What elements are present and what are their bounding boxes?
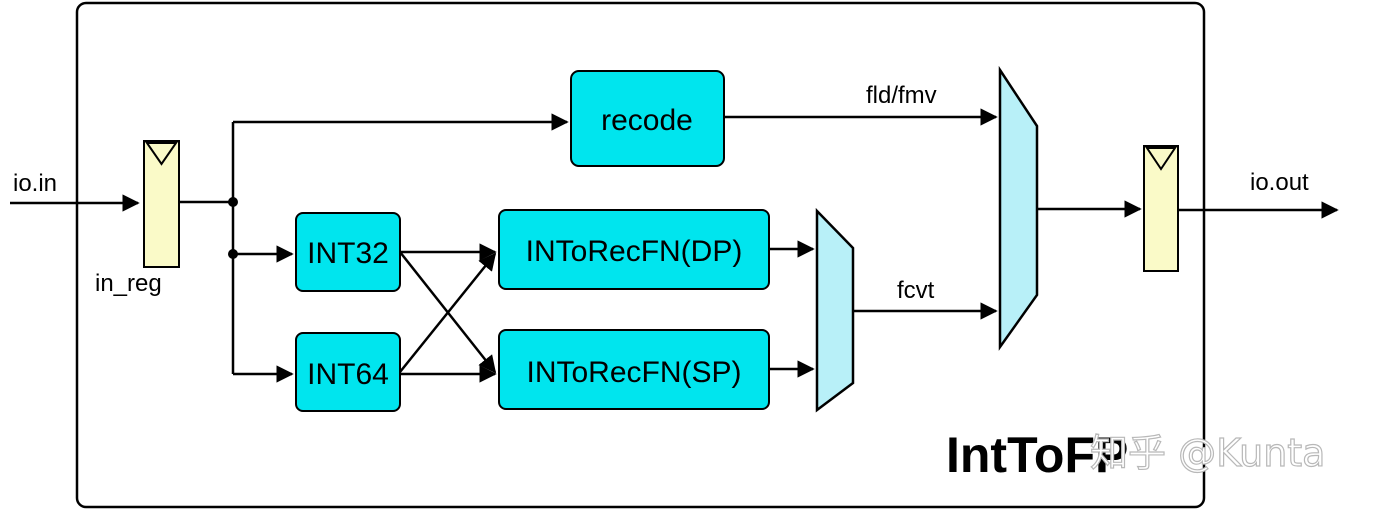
in-reg-register (143, 140, 180, 268)
in-reg-label: in_reg (95, 270, 162, 297)
recode-block (570, 70, 725, 167)
fld-fmv-label: fld/fmv (866, 82, 937, 109)
io-in-label: io.in (13, 170, 57, 197)
intorec-dp-label: INToRecFN(DP) (526, 235, 743, 268)
fcvt-label: fcvt (897, 277, 935, 304)
fcvt-mux (815, 207, 855, 413)
int64-label: INT64 (307, 358, 389, 391)
intorec-sp-label: INToRecFN(SP) (526, 356, 741, 389)
watermark: 知乎 @Kunta (1090, 431, 1325, 475)
module-title: IntToFP (946, 427, 1128, 483)
int32-label: INT32 (307, 237, 389, 270)
int64-to-dp-wire (399, 252, 497, 373)
output-mux (998, 65, 1039, 351)
out-reg-register (1143, 145, 1179, 272)
recode-label: recode (601, 104, 693, 137)
junction-dot-1 (228, 197, 238, 207)
io-out-label: io.out (1250, 169, 1309, 196)
